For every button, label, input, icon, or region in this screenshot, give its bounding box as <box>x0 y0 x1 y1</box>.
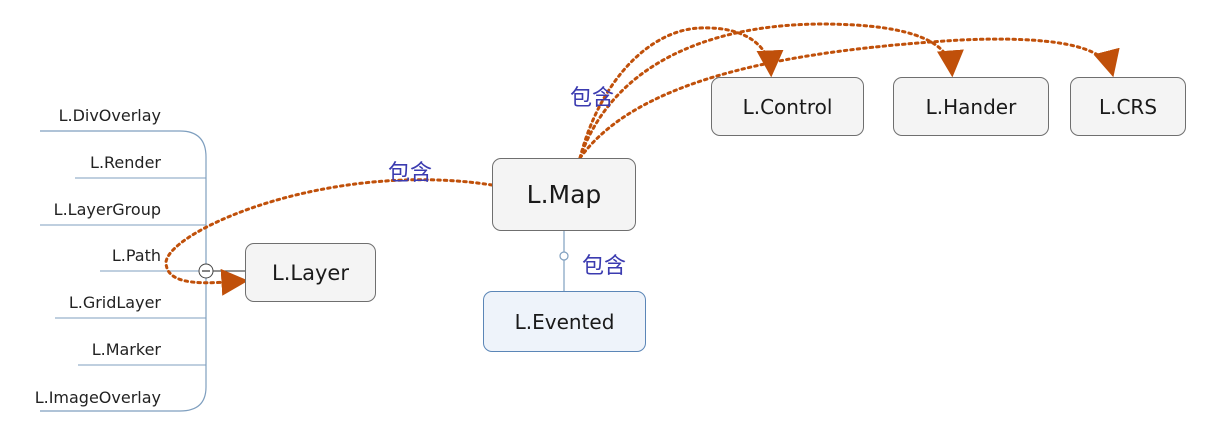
relation-map-hander <box>578 22 964 160</box>
relation-map-control <box>578 26 784 160</box>
relation-label-evented: 包含 <box>582 254 627 279</box>
relation-label-top: 包含 <box>570 86 615 111</box>
child-label-divoverlay[interactable]: L.DivOverlay <box>58 106 161 125</box>
node-hander[interactable]: L.Hander <box>893 77 1049 136</box>
node-control[interactable]: L.Control <box>711 77 864 136</box>
node-crs[interactable]: L.CRS <box>1070 77 1186 136</box>
child-label-layergroup[interactable]: L.LayerGroup <box>53 200 161 219</box>
child-label-gridlayer[interactable]: L.GridLayer <box>68 293 161 312</box>
child-label-render[interactable]: L.Render <box>90 153 161 172</box>
node-evented[interactable]: L.Evented <box>483 291 646 352</box>
child-label-imageoverlay[interactable]: L.ImageOverlay <box>34 388 161 407</box>
child-label-path[interactable]: L.Path <box>111 246 161 265</box>
map-evented-junction <box>559 251 569 261</box>
relation-map-layer <box>164 178 494 296</box>
child-branch-lines <box>40 177 206 366</box>
node-layer[interactable]: L.Layer <box>245 243 376 302</box>
child-label-marker[interactable]: L.Marker <box>91 340 161 359</box>
node-map[interactable]: L.Map <box>492 158 636 231</box>
relation-label-layer: 包含 <box>388 161 433 186</box>
relation-map-crs <box>578 37 1120 160</box>
